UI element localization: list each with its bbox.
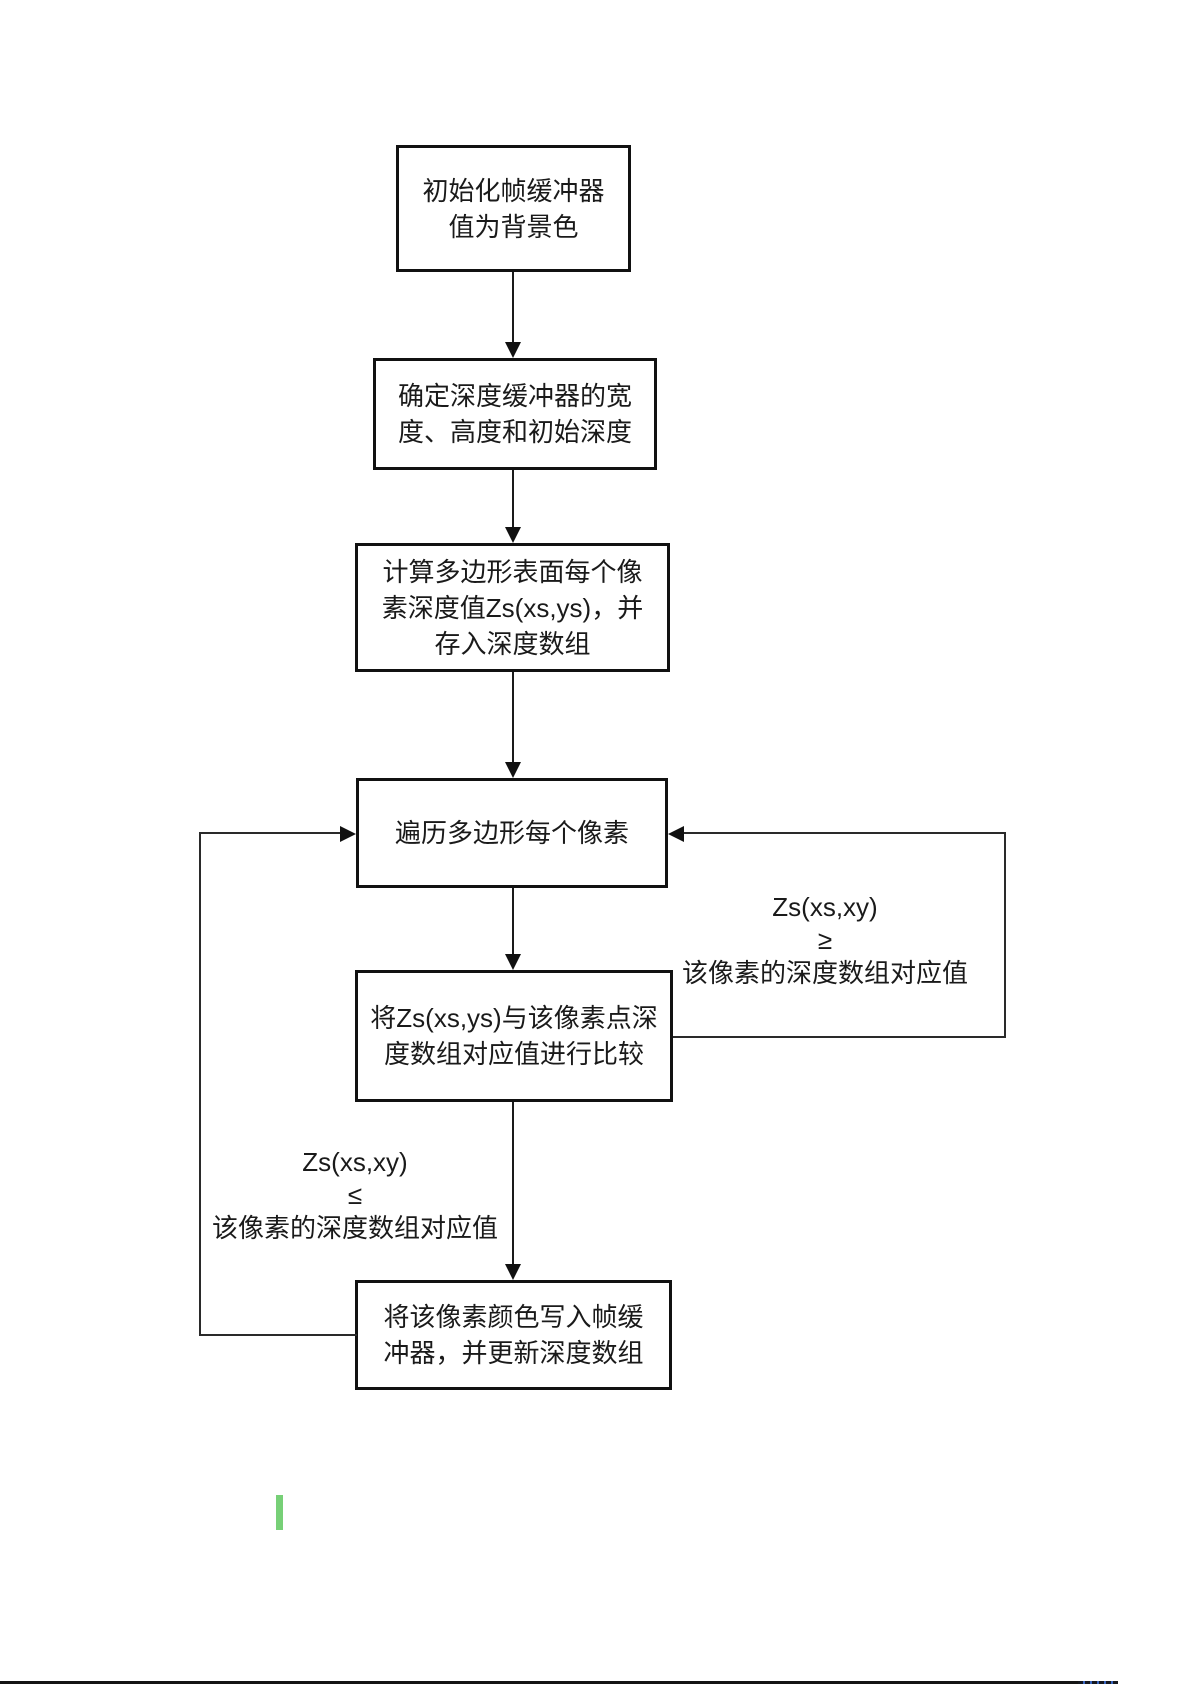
arrow-determine-to-compute-line [512, 470, 514, 529]
arrow-init-to-determine-arrowhead-icon [505, 342, 521, 358]
flow-box-init-frame-buffer-label: 初始化帧缓冲器 值为背景色 [422, 175, 605, 242]
arrow-traverse-to-compare-line [512, 888, 514, 956]
loop-left-vertical-line [199, 832, 201, 1336]
loop-right-top-line [684, 832, 1006, 834]
bottom-page-border [0, 1681, 1078, 1684]
arrow-compute-to-traverse-line [512, 672, 514, 764]
flow-box-write-color-update-depth-label: 将该像素颜色写入帧缓 冲器，并更新深度数组 [383, 1302, 644, 1368]
flow-box-determine-depth-buffer: 确定深度缓冲器的宽 度、高度和初始深度 [373, 358, 657, 470]
arrow-compute-to-traverse-arrowhead-icon [505, 762, 521, 778]
flow-box-compute-pixel-depths: 计算多边形表面每个像 素深度值Zs(xs,ys)，并 存入深度数组 [355, 543, 670, 672]
loop-right-bottom-line [673, 1036, 1006, 1038]
arrow-traverse-to-compare-arrowhead-icon [505, 954, 521, 970]
flow-box-write-color-update-depth: 将该像素颜色写入帧缓 冲器，并更新深度数组 [355, 1280, 672, 1390]
loop-right-arrowhead-icon [668, 826, 684, 842]
flow-box-determine-depth-buffer-label: 确定深度缓冲器的宽 度、高度和初始深度 [397, 381, 632, 447]
arrow-compare-to-write-line [512, 1102, 514, 1266]
flow-box-init-frame-buffer: 初始化帧缓冲器 值为背景色 [396, 145, 631, 272]
branch-label-less-equal: Zs(xs,xy) ≤ 该像素的深度数组对应值 [211, 1147, 498, 1243]
branch-label-greater-equal: Zs(xs,xy) ≥ 该像素的深度数组对应值 [681, 892, 968, 988]
loop-left-top-line [201, 832, 342, 834]
text-cursor[interactable] [276, 1495, 283, 1530]
loop-right-vertical-line [1004, 832, 1006, 1038]
flow-box-compare-depth-values: 将Zs(xs,ys)与该像素点深 度数组对应值进行比较 [355, 970, 673, 1102]
arrow-init-to-determine-line [512, 272, 514, 344]
arrow-compare-to-write-arrowhead-icon [505, 1264, 521, 1280]
flow-box-compare-depth-values-label: 将Zs(xs,ys)与该像素点深 度数组对应值进行比较 [370, 1003, 658, 1069]
flow-box-compute-pixel-depths-label: 计算多边形表面每个像 素深度值Zs(xs,ys)，并 存入深度数组 [381, 556, 644, 659]
loop-left-bottom-line [200, 1334, 357, 1336]
bottom-border-highlight [1078, 1681, 1118, 1684]
flow-box-traverse-polygon-pixels-label: 遍历多边形每个像素 [394, 818, 629, 848]
loop-left-arrowhead-icon [340, 826, 356, 842]
flow-box-traverse-polygon-pixels: 遍历多边形每个像素 [356, 778, 668, 888]
arrow-determine-to-compute-arrowhead-icon [505, 527, 521, 543]
